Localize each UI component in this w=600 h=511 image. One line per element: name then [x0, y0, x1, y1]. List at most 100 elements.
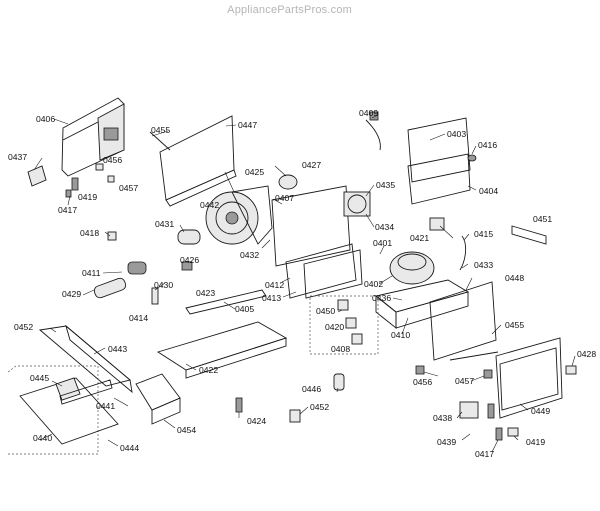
label-0422: 0422 — [199, 365, 218, 375]
label-0441: 0441 — [96, 401, 115, 411]
label-0407: 0407 — [275, 193, 294, 203]
part-0437-clip — [27, 165, 47, 187]
label-0423: 0423 — [196, 288, 215, 298]
label-0402: 0402 — [364, 279, 383, 289]
label-0446: 0446 — [302, 384, 321, 394]
part-0429-tube — [93, 231, 193, 305]
label-0435: 0435 — [376, 180, 395, 190]
label-0424: 0424 — [247, 416, 266, 426]
label-0452-bottom: 0452 — [310, 402, 329, 412]
label-0431: 0431 — [155, 219, 174, 229]
label-0436: 0436 — [372, 293, 391, 303]
part-0448-panel — [429, 281, 497, 361]
part-0412-tray — [285, 243, 363, 299]
label-0410: 0410 — [391, 330, 410, 340]
label-0438: 0438 — [433, 413, 452, 423]
part-0424-spring — [235, 397, 243, 413]
label-0405: 0405 — [235, 304, 254, 314]
part-0409-cord — [365, 111, 381, 151]
label-0419: 0419 — [78, 192, 97, 202]
part-0405-rail — [185, 289, 267, 315]
label-0454: 0454 — [177, 425, 196, 435]
label-0416: 0416 — [478, 140, 497, 150]
part-0407-plate — [271, 185, 351, 267]
label-0409: 0409 — [359, 108, 378, 118]
label-0450: 0450 — [316, 306, 335, 316]
label-0421: 0421 — [410, 233, 429, 243]
part-0438-bracket — [459, 401, 519, 441]
label-0417-right: 0417 — [475, 449, 494, 459]
label-0426: 0426 — [180, 255, 199, 265]
part-0403-panel — [407, 117, 471, 205]
label-0414: 0414 — [129, 313, 148, 323]
label-0451: 0451 — [533, 214, 552, 224]
part-0416-cap — [467, 154, 477, 162]
part-0447-panel — [159, 115, 237, 207]
label-0420: 0420 — [325, 322, 344, 332]
label-0442: 0442 — [200, 200, 219, 210]
part-0431-cylinder — [177, 229, 201, 245]
label-0433: 0433 — [474, 260, 493, 270]
part-0450-group — [309, 295, 379, 355]
part-0406-bracket — [61, 97, 125, 177]
part-0446-capacitor — [333, 373, 345, 391]
label-0457-right: 0457 — [455, 376, 474, 386]
part-0401-compressor — [389, 251, 435, 285]
part-0443-grille — [38, 324, 133, 394]
label-0403: 0403 — [447, 129, 466, 139]
label-0425: 0425 — [245, 167, 264, 177]
label-0439: 0439 — [437, 437, 456, 447]
label-0432: 0432 — [240, 250, 259, 260]
part-0449-panel — [495, 337, 563, 419]
watermark: AppliancePartsPros.com — [227, 4, 352, 16]
label-0455: 0455 — [151, 125, 170, 135]
label-0456: 0456 — [103, 155, 122, 165]
label-0456-right: 0456 — [413, 377, 432, 387]
label-0428: 0428 — [577, 349, 596, 359]
part-0428-block — [565, 365, 577, 375]
label-0417: 0417 — [58, 205, 77, 215]
label-0411: 0411 — [82, 268, 101, 278]
part-0452-clip — [289, 409, 301, 423]
label-0448: 0448 — [505, 273, 524, 283]
label-0445: 0445 — [30, 373, 49, 383]
leader-lines — [33, 114, 576, 453]
part-0422-tray — [156, 321, 288, 379]
label-0447: 0447 — [238, 120, 257, 130]
label-0452: 0452 — [14, 322, 33, 332]
label-0434: 0434 — [375, 222, 394, 232]
part-number-labels: 0406 0455 0447 0409 0403 0437 0456 0457 … — [8, 108, 596, 459]
label-0408: 0408 — [331, 344, 350, 354]
label-0419-right: 0419 — [526, 437, 545, 447]
label-0437: 0437 — [8, 152, 27, 162]
part-0425-fan — [205, 185, 273, 245]
label-0418: 0418 — [80, 228, 99, 238]
part-0440-kickplate — [7, 365, 119, 455]
part-0427-roller — [278, 174, 298, 190]
label-0443: 0443 — [108, 344, 127, 354]
label-0457: 0457 — [119, 183, 138, 193]
part-0415-tube — [459, 235, 467, 271]
label-0440: 0440 — [33, 433, 52, 443]
label-0401: 0401 — [373, 238, 392, 248]
part-0455-wire — [149, 131, 171, 151]
part-0410-base — [374, 279, 470, 329]
label-0412: 0412 — [265, 280, 284, 290]
label-0430: 0430 — [154, 280, 173, 290]
label-0429: 0429 — [62, 289, 81, 299]
part-0421-relay — [429, 217, 445, 231]
part-0419-screw-left — [65, 163, 115, 198]
part-0451-bracket — [511, 225, 547, 245]
label-0406: 0406 — [36, 114, 55, 124]
label-0449: 0449 — [531, 406, 550, 416]
label-0415: 0415 — [474, 229, 493, 239]
label-0455-right: 0455 — [505, 320, 524, 330]
label-0404: 0404 — [479, 186, 498, 196]
part-0435-shroud — [343, 191, 371, 217]
part-0455-wire-right — [415, 351, 499, 379]
label-0427: 0427 — [302, 160, 321, 170]
part-0454-box — [135, 373, 181, 425]
label-0413: 0413 — [262, 293, 281, 303]
label-0444: 0444 — [120, 443, 139, 453]
